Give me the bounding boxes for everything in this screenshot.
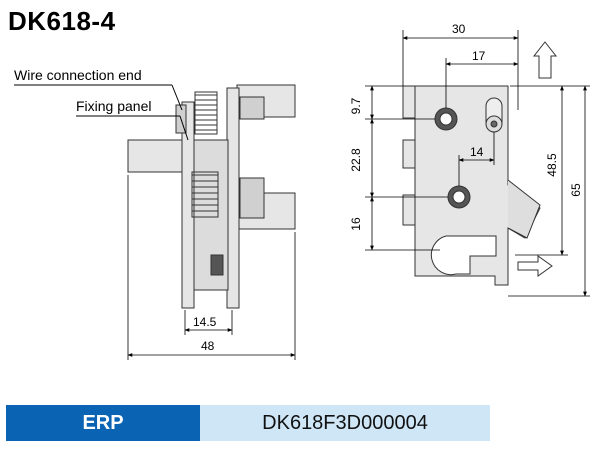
erp-label: ERP: [6, 405, 200, 441]
upper-spring: [194, 91, 218, 135]
dim-inner-height: 48.5: [545, 153, 559, 177]
technical-drawing: Wire connection end Fixing panel 14.5 48: [14, 22, 590, 360]
erp-value: DK618F3D000004: [200, 405, 490, 441]
up-direction-arrow: [532, 41, 558, 79]
latch-dark-part: [210, 254, 224, 276]
flange-2: [402, 139, 416, 169]
left-tab: [127, 139, 191, 173]
page-title: DK618-4: [8, 6, 116, 36]
dim-pin-spacing: 14: [470, 145, 484, 159]
side-view: [127, 84, 296, 309]
dim-top-width: 30: [452, 22, 466, 36]
flange-1: [402, 85, 416, 119]
dim-top-to-hole: 9.7: [349, 97, 363, 114]
front-view-dimensions: [365, 30, 590, 297]
dim-overall-width: 48: [201, 339, 215, 353]
fixing-panel-label: Fixing panel: [76, 98, 152, 114]
erp-bar: ERP DK618F3D000004: [6, 405, 490, 441]
dim-hole-spacing: 22.8: [349, 148, 363, 172]
lower-spring: [191, 171, 219, 218]
catch-arm: [507, 179, 541, 239]
dim-hole-offset: 17: [472, 49, 486, 63]
lower-bolt: [239, 177, 265, 219]
front-view: [402, 85, 541, 286]
rear-plate: [226, 87, 240, 309]
upper-bolt: [239, 96, 265, 120]
side-view-dimensions: [127, 175, 296, 360]
right-direction-arrow: [517, 255, 553, 277]
dim-inner-width: 14.5: [193, 315, 217, 329]
dim-hole-to-slot: 16: [349, 217, 363, 231]
wire-connection-end-label: Wire connection end: [14, 67, 142, 83]
flange-3: [402, 194, 416, 226]
dim-overall-height: 65: [569, 183, 583, 197]
catch-slot: [430, 235, 497, 276]
